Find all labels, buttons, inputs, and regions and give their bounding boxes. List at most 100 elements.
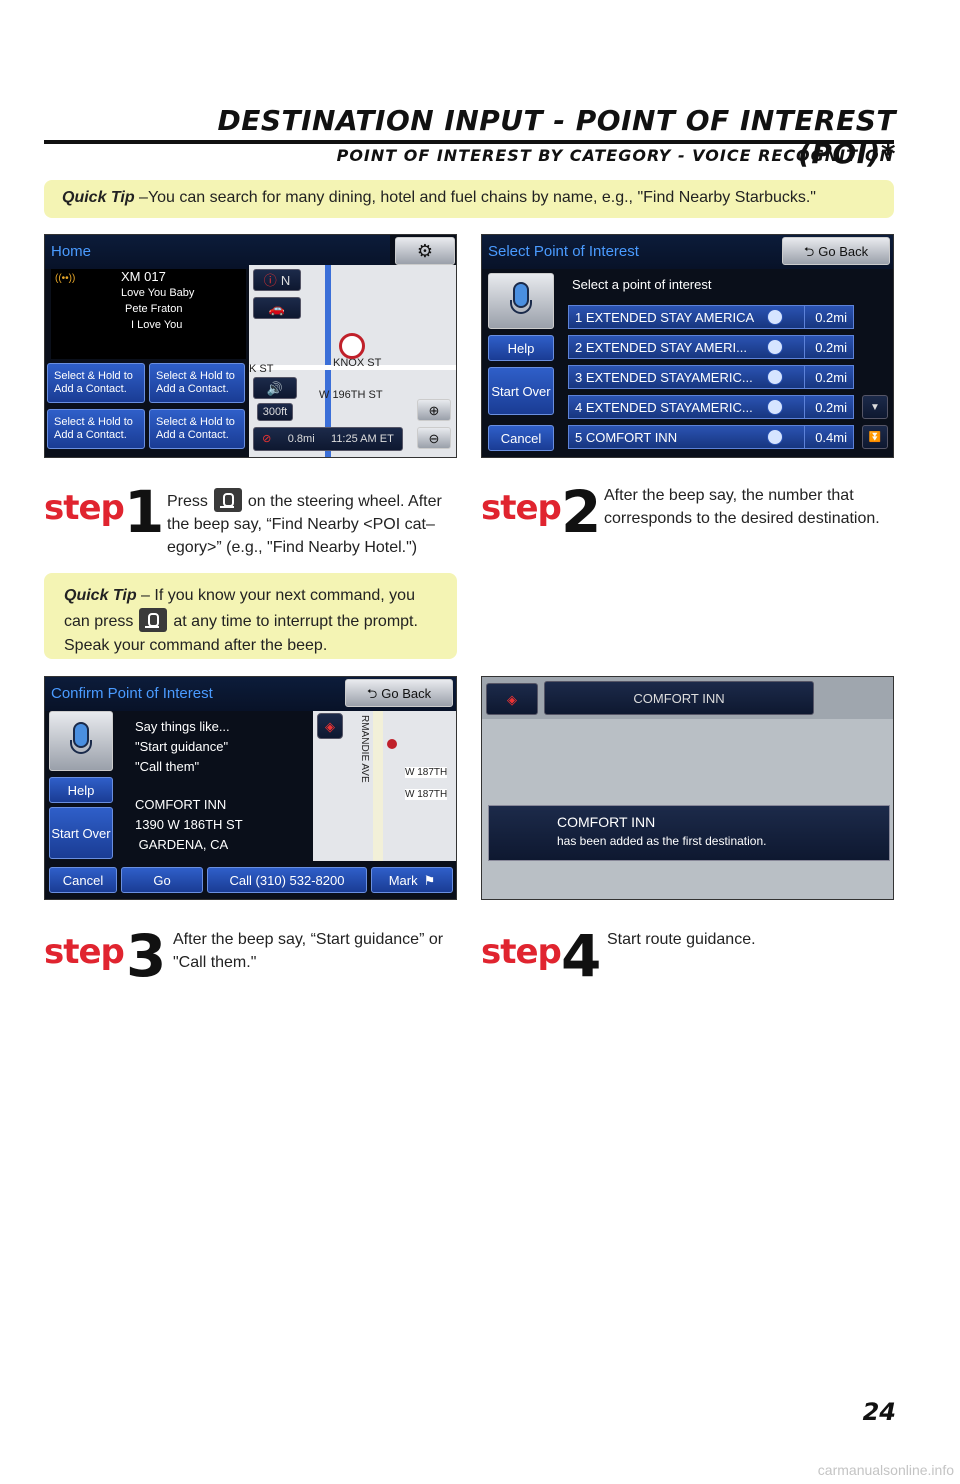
radio-line-3: I Love You	[131, 319, 183, 331]
go-back-button[interactable]: ⮌Go Back	[345, 679, 453, 707]
info-icon: ⓘ	[263, 272, 277, 288]
radio-station: XM 017	[121, 269, 166, 284]
double-down-icon: ⏬	[868, 431, 882, 443]
call-button[interactable]: Call (310) 532-8200	[207, 867, 367, 893]
step-word: step	[44, 488, 125, 528]
address-line-3: GARDENA, CA	[135, 837, 229, 852]
step-text-b: on the steering wheel. After the beep sa…	[167, 493, 442, 556]
poi-distance: 0.2mi	[815, 309, 847, 325]
mark-button[interactable]: Mark⚑	[371, 867, 453, 893]
poi-row-5[interactable]: 5 COMFORT INN 0.4mi	[568, 425, 854, 449]
screenshot-select-poi: Select Point of Interest ⮌Go Back Select…	[481, 234, 894, 458]
say-line-1: Say things like...	[135, 719, 230, 734]
quick-tip-text-a: – If you know your next command, you can…	[64, 587, 415, 630]
start-over-button[interactable]: Start Over	[49, 807, 113, 859]
quick-tip-top: Quick Tip –You can search for many dinin…	[44, 180, 894, 218]
page-down-button[interactable]: ⏬	[862, 425, 888, 449]
route-distance: 0.8mi	[287, 432, 315, 445]
go-back-label: Go Back	[818, 243, 869, 259]
street-label: KNOX ST	[333, 357, 382, 369]
poi-name: 3 EXTENDED STAYAMERIC...	[575, 369, 753, 385]
page-subtitle: POINT OF INTEREST BY CATEGORY - VOICE RE…	[336, 146, 894, 165]
message-title: COMFORT INN	[557, 814, 656, 830]
poi-name: 1 EXTENDED STAY AMERICA	[575, 309, 755, 325]
select-poi-title: Select Point of Interest	[488, 243, 639, 260]
street-label: K ST	[249, 363, 274, 375]
cancel-button[interactable]: Cancel	[49, 867, 117, 893]
radio-panel: ((••)) XM 017 Love You Baby Pete Fraton …	[51, 269, 246, 359]
address-line-1: COMFORT INN	[135, 797, 227, 812]
poi-distance: 0.2mi	[815, 339, 847, 355]
step-4: step 4 Start route guidance.	[481, 922, 894, 990]
row-divider	[804, 336, 805, 358]
scroll-down-button[interactable]: ▼	[862, 395, 888, 419]
title-rule	[44, 140, 894, 144]
step-3: step 3 After the beep say, “Start guidan…	[44, 922, 457, 990]
zoom-in-button[interactable]: ⊕	[417, 399, 451, 421]
address-line-2: 1390 W 186TH ST	[135, 817, 243, 832]
compass-button[interactable]: ◈	[317, 713, 343, 739]
compass-button[interactable]: ◈	[486, 683, 538, 715]
poi-name: 2 EXTENDED STAY AMERI...	[575, 339, 747, 355]
contact-button-4[interactable]: Select & Hold to Add a Contact.	[149, 409, 245, 449]
microphone-button[interactable]	[49, 711, 113, 771]
quick-tip-text-b: at any time to interrupt the prompt. Spe…	[64, 613, 418, 654]
triangle-down-icon: ▼	[870, 401, 880, 413]
microphone-button[interactable]	[488, 273, 554, 329]
poi-row-2[interactable]: 2 EXTENDED STAY AMERI... 0.2mi	[568, 335, 854, 359]
poi-name: 4 EXTENDED STAYAMERIC...	[575, 399, 753, 415]
gear-icon: ⚙	[416, 240, 434, 261]
row-divider	[804, 396, 805, 418]
flag-icon: ⚑	[423, 872, 436, 888]
poi-row-3[interactable]: 3 EXTENDED STAYAMERIC...0.2mi	[568, 365, 854, 389]
message-body: has been added as the first destination.	[557, 834, 767, 848]
street-label: RMANDIE AVE	[359, 715, 370, 783]
hotel-icon	[767, 309, 783, 325]
stop-icon: ⊘	[262, 432, 272, 445]
quick-tip-label: Quick Tip	[62, 189, 135, 206]
microphone-stand	[510, 300, 532, 314]
go-back-button[interactable]: ⮌Go Back	[782, 237, 890, 265]
poi-name: 5 COMFORT INN	[575, 429, 678, 445]
destination-added-message: COMFORT INN has been added as the first …	[488, 805, 890, 861]
start-over-button[interactable]: Start Over	[488, 367, 554, 415]
poi-row-4[interactable]: 4 EXTENDED STAYAMERIC...0.2mi	[568, 395, 854, 419]
step-word: step	[481, 932, 562, 972]
cancel-button[interactable]: Cancel	[488, 425, 554, 451]
plus-icon: ⊕	[428, 402, 440, 418]
street-label: W 187TH	[405, 767, 448, 778]
say-line-3: "Call them"	[135, 759, 200, 774]
route-status-bar[interactable]: ⊘ 0.8mi 11:25 AM ET	[253, 427, 403, 451]
step-word: step	[481, 488, 562, 528]
contact-button-3[interactable]: Select & Hold to Add a Contact.	[47, 409, 145, 449]
zoom-out-button[interactable]: ⊖	[417, 427, 451, 449]
step-2: step 2 After the beep say, the number th…	[481, 478, 894, 546]
settings-button[interactable]: ⚙	[395, 237, 455, 265]
page-number: 24	[862, 1398, 896, 1426]
step-number: 4	[561, 922, 602, 990]
contact-button-1[interactable]: Select & Hold to Add a Contact.	[47, 363, 145, 403]
say-line-2: "Start guidance"	[135, 739, 229, 754]
go-button[interactable]: Go	[121, 867, 203, 893]
road	[249, 365, 456, 370]
traffic-button[interactable]: 🚗	[253, 297, 301, 319]
step-text-a: Press	[167, 493, 208, 510]
radio-line-1: Love You Baby	[121, 287, 195, 299]
help-button[interactable]: Help	[488, 335, 554, 361]
route-line	[325, 265, 331, 457]
row-divider	[804, 306, 805, 328]
sirius-icon: ((••))	[55, 273, 76, 284]
poi-row-1[interactable]: 1 EXTENDED STAY AMERICA 0.2mi	[568, 305, 854, 329]
poi-distance: 0.4mi	[815, 429, 847, 445]
step-number: 1	[124, 478, 165, 546]
help-button[interactable]: Help	[49, 777, 113, 803]
contact-button-2[interactable]: Select & Hold to Add a Contact.	[149, 363, 245, 403]
hotel-icon	[767, 369, 783, 385]
destination-banner: COMFORT INN	[544, 681, 814, 715]
street-label: W 196TH ST	[319, 389, 383, 401]
hotel-icon	[767, 399, 783, 415]
compass-icon: ◈	[507, 691, 517, 707]
volume-button[interactable]: 🔊	[253, 377, 297, 399]
